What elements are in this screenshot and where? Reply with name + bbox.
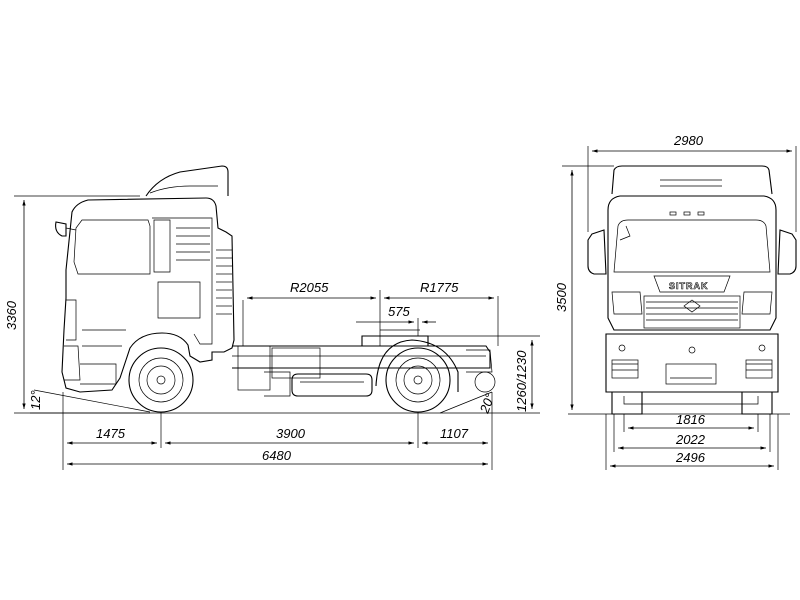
front-track-label: 1816 — [676, 412, 706, 427]
brand-logo: SITRAK — [669, 281, 709, 291]
wheelbase-label: 3900 — [276, 426, 306, 441]
dimension-fifth-wheel-offset: 575 — [356, 304, 436, 336]
overall-width-label: 2980 — [673, 133, 704, 148]
departure-angle-label: 20° — [476, 391, 497, 416]
fifth-wheel-offset-label: 575 — [388, 304, 410, 319]
dimension-overall-width: 2980 — [587, 133, 797, 232]
front-grille — [643, 295, 741, 329]
chassis — [232, 329, 496, 397]
approach-angle-label: 12° — [28, 390, 43, 410]
front-wheel — [128, 347, 194, 413]
rear-track-label: 2022 — [675, 432, 706, 447]
dimension-front-height: 3500 — [554, 165, 614, 410]
air-intake — [216, 249, 232, 315]
dimension-approach-angle: 12° — [28, 389, 151, 414]
dimension-track-widths: 1816 2022 2496 — [605, 412, 779, 470]
front-overhang-label: 1475 — [96, 426, 126, 441]
cab — [55, 165, 235, 393]
dimension-overall-height: 3360 — [4, 195, 140, 414]
rear-swing-radius-label: R1775 — [420, 280, 459, 295]
rear-wheel — [375, 339, 459, 413]
side-view: 3360 12° 20° 1260/1230 R2055 — [4, 165, 540, 470]
width-over-wheels-label: 2496 — [675, 450, 706, 465]
front-view: SITRAK — [554, 133, 797, 470]
overall-length-label: 6480 — [262, 448, 292, 463]
coupling-height-label: 1260/1230 — [514, 350, 529, 412]
cab-vents — [176, 227, 210, 261]
dimension-departure-angle: 20° — [439, 391, 498, 416]
front-height-label: 3500 — [554, 282, 569, 312]
overall-height-label: 3360 — [4, 300, 19, 330]
front-swing-radius-label: R2055 — [290, 280, 329, 295]
dimension-swing-radii: R2055 R1775 — [242, 280, 499, 346]
rear-overhang-label: 1107 — [440, 426, 469, 441]
dimension-coupling-height: 1260/1230 — [428, 335, 540, 414]
dimension-lengths: 1475 3900 1107 6480 — [62, 392, 493, 470]
